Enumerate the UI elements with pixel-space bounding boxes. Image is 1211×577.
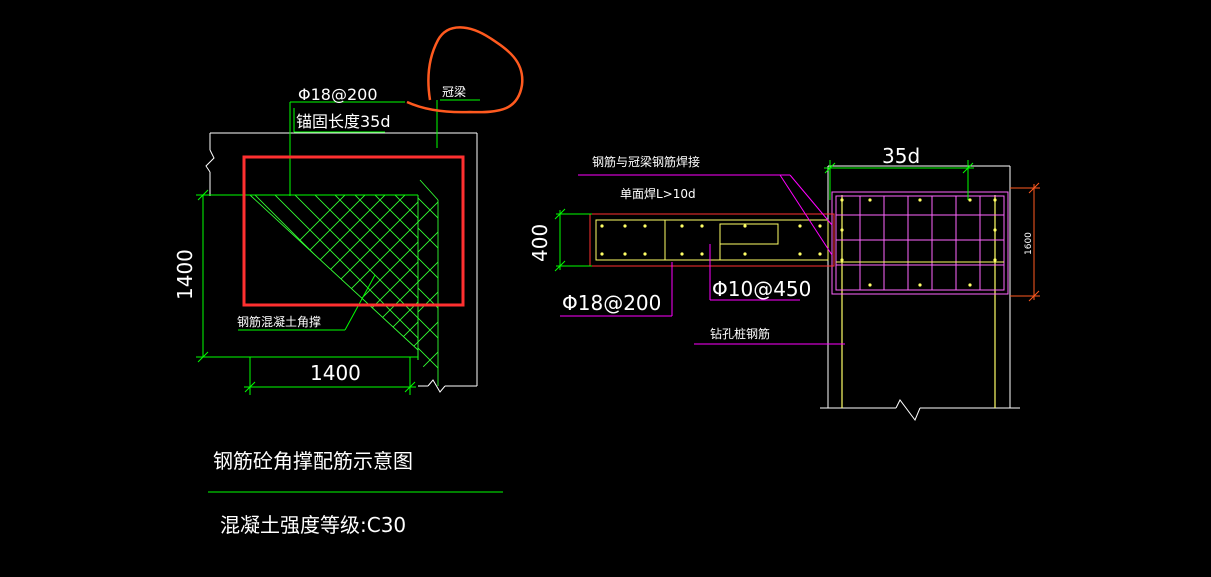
orange-freehand-mark <box>406 26 524 114</box>
right-dim-1600 <box>1010 182 1040 302</box>
pile-outline <box>820 165 1020 421</box>
left-dimension-lines <box>196 99 480 395</box>
concrete-grade-label: 混凝土强度等级:C30 <box>220 513 406 537</box>
crown-beam-label: 冠梁 <box>442 84 466 99</box>
red-highlight-box <box>242 155 465 307</box>
right-leaders <box>560 174 845 345</box>
right-dimension-lines <box>554 160 974 272</box>
crown-beam-section <box>831 191 1009 295</box>
weld-length-label: 单面焊L>10d <box>620 186 696 201</box>
crown-beam-frame <box>205 132 478 393</box>
pile-rebar <box>841 195 996 408</box>
strut-rebar-dots <box>600 198 997 287</box>
left-rebar-label: Φ18@200 <box>298 85 378 104</box>
left-dim-height: 1400 <box>173 249 197 300</box>
right-dim-top: 35d <box>882 144 920 168</box>
strut-label: 钢筋混凝土角撑 <box>237 314 321 329</box>
left-dim-width: 1400 <box>310 361 361 385</box>
right-rebar-main: Φ18@200 <box>562 291 661 315</box>
right-rebar-stirrup: Φ10@450 <box>712 277 811 301</box>
anchor-length-label: 锚固长度35d <box>296 112 391 131</box>
strut-section <box>589 213 835 267</box>
drawing-title: 钢筋砼角撑配筋示意图 <box>213 449 413 473</box>
right-detail: 钢筋与冠梁钢筋焊接 单面焊L>10d 35d 400 1600 Φ18@200 … <box>528 144 1040 421</box>
right-dim-left: 400 <box>528 224 552 262</box>
left-detail: Φ18@200 锚固长度35d 冠梁 1400 1400 钢筋混凝土角撑 钢筋砼… <box>173 26 524 537</box>
weld-label: 钢筋与冠梁钢筋焊接 <box>592 154 700 169</box>
pile-rebar-label: 钻孔桩钢筋 <box>710 326 770 341</box>
right-dim-right: 1600 <box>1024 232 1034 255</box>
